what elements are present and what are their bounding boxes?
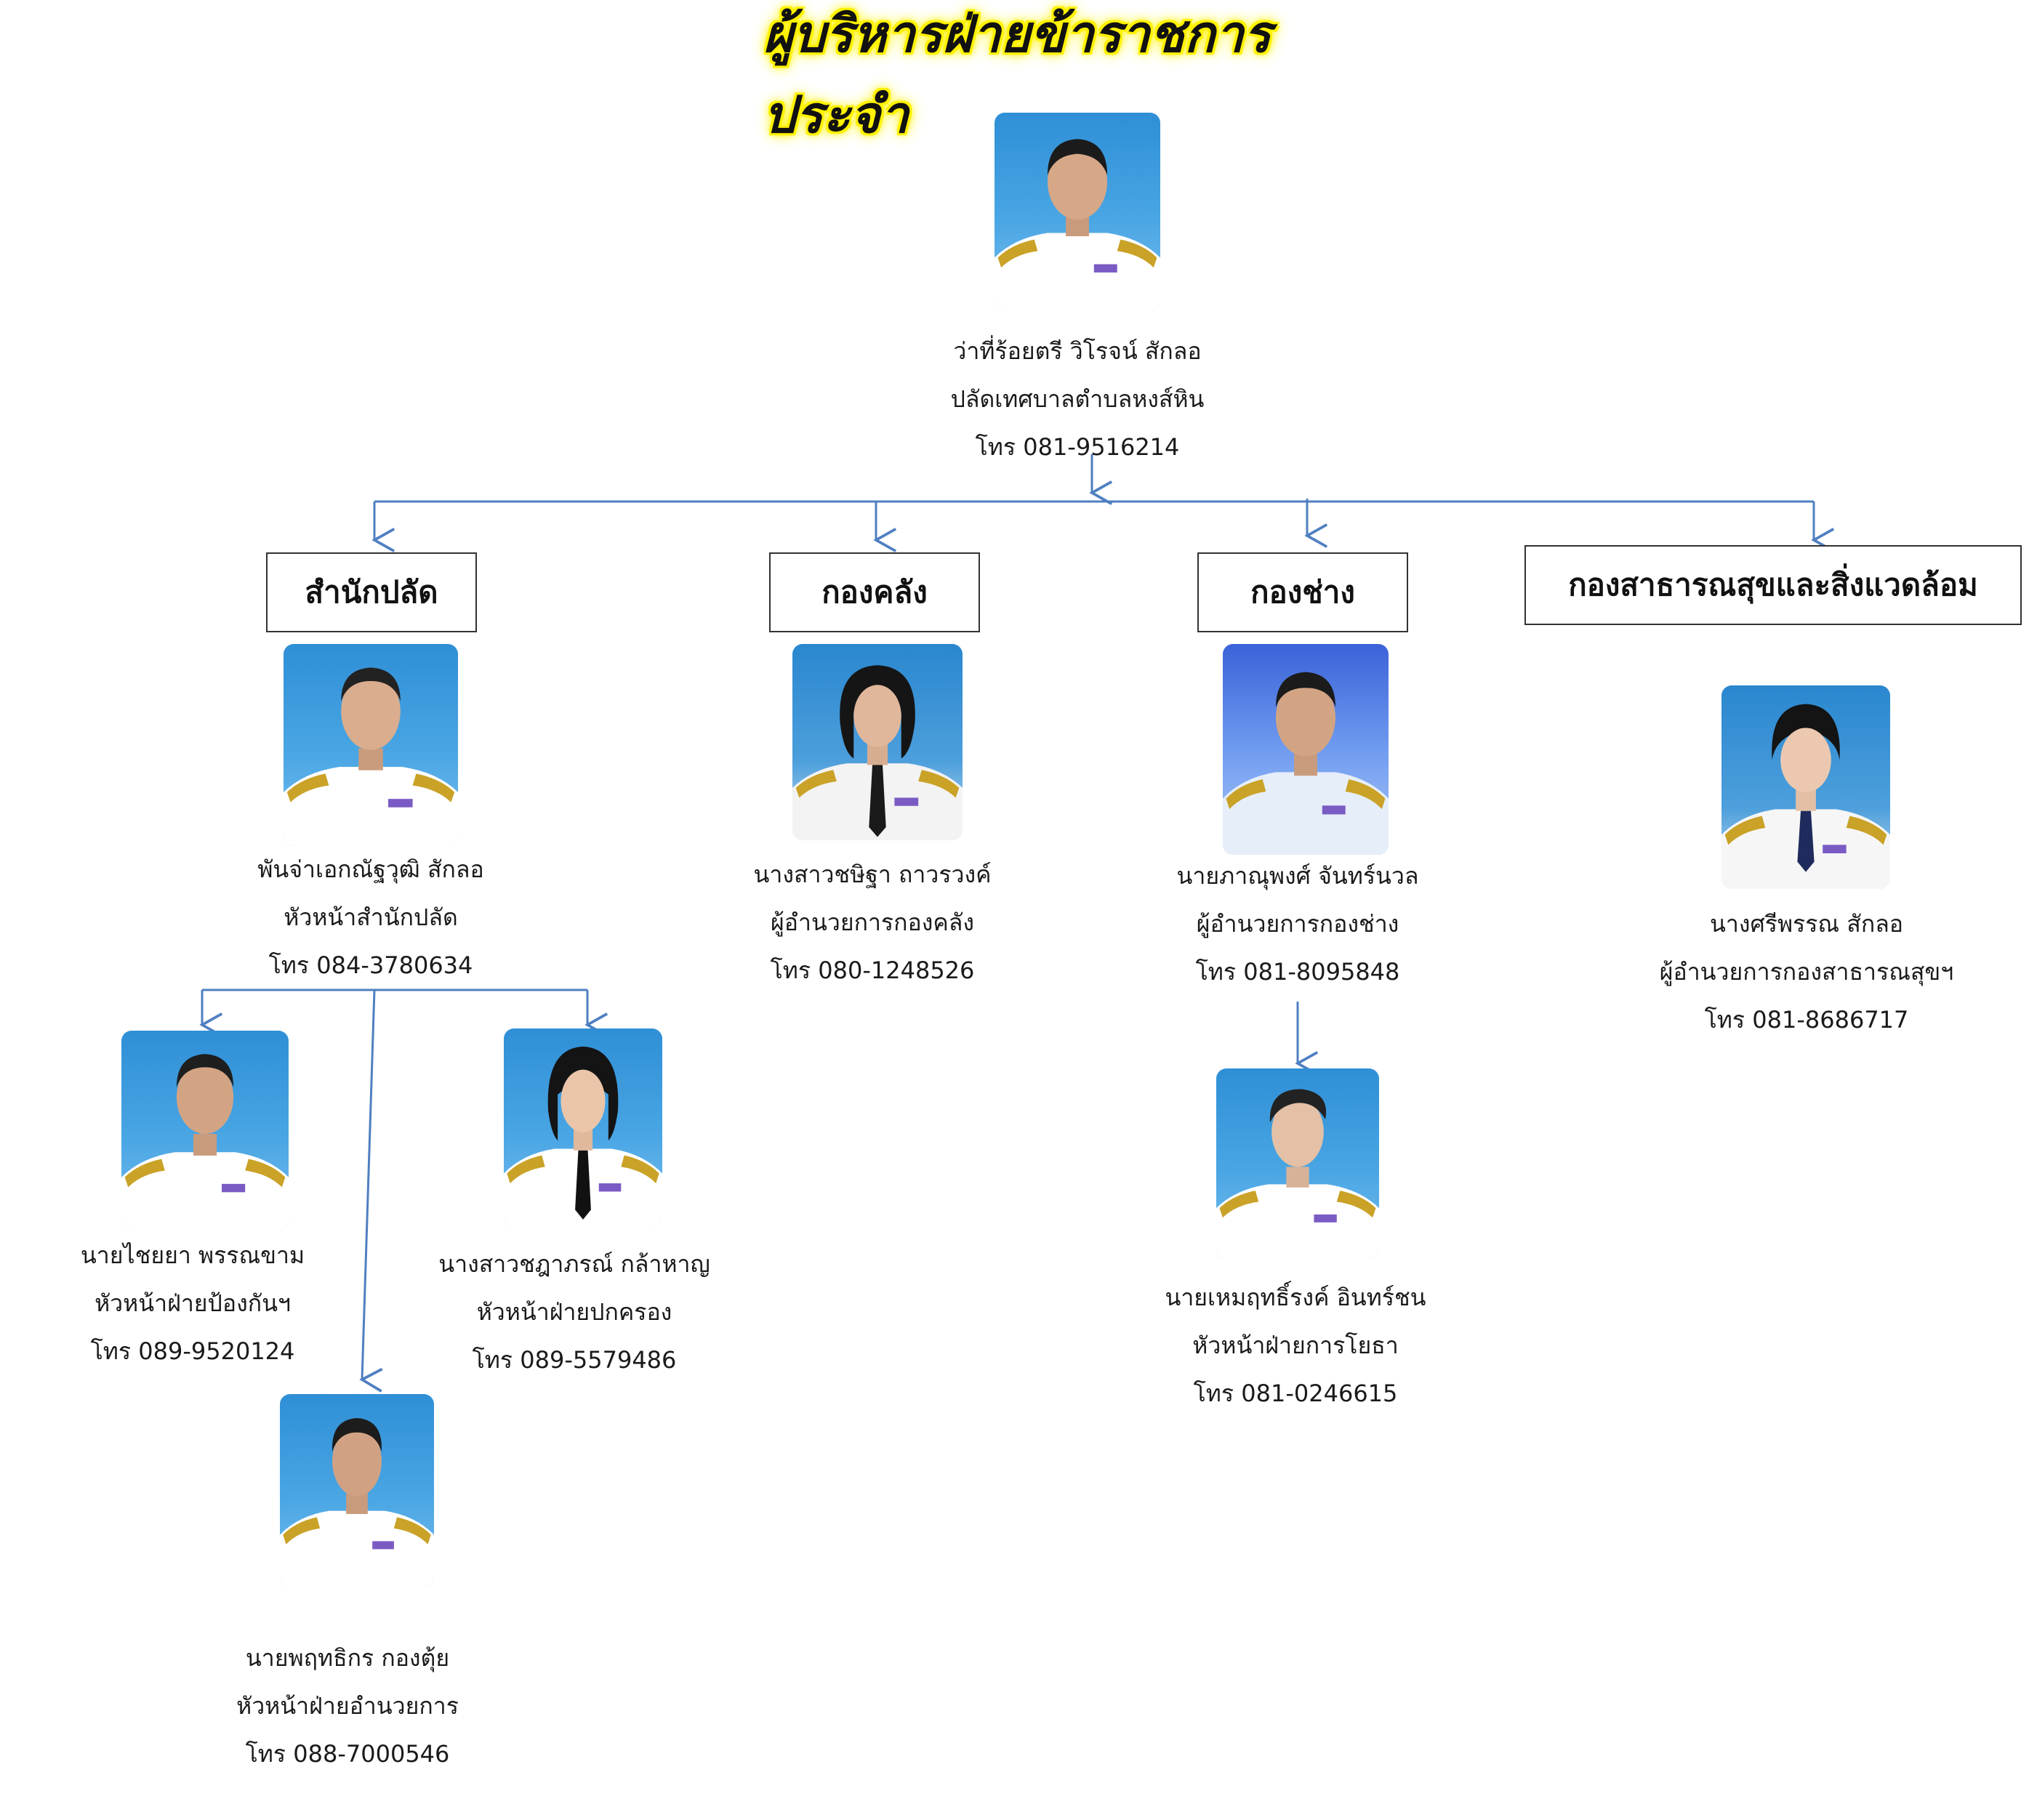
official-portrait-icon (1216, 1089, 1379, 1259)
official-portrait-icon (504, 1046, 662, 1226)
engineering-head-name: นายภาณุพงศ์ จันทร์นวล (1176, 862, 1419, 890)
office-staff-3-position: หัวหน้าฝ่ายปกครอง (476, 1298, 672, 1326)
official-portrait-icon (1721, 704, 1890, 889)
office-staff-1-photo (121, 1031, 289, 1231)
office-head-phone: โทร 084-3780634 (268, 951, 473, 979)
engineering-staff-1-name: นายเหมฤทธิ์รงค์ อินทร์ชน (1165, 1284, 1426, 1311)
office-staff-2-phone: โทร 088-7000546 (245, 1740, 450, 1768)
health-head-position: ผู้อำนวยการกองสาธารณสุขฯ (1659, 958, 1954, 986)
office-staff-2-name: นายพฤทธิกร กองตุ้ย (245, 1644, 450, 1672)
office-staff-2-info: นายพฤทธิกร กองตุ้ย หัวหน้าฝ่ายอำนวยการ โ… (180, 1634, 515, 1778)
office-staff-1-name: นายไชยยา พรรณขาม (80, 1241, 305, 1269)
finance-head-phone: โทร 080-1248526 (770, 957, 975, 984)
top-info: ว่าที่ร้อยตรี วิโรจน์ สักลอ ปลัดเทศบาลตำ… (910, 327, 1245, 471)
dept-box-office: สำนักปลัด (266, 552, 477, 632)
office-staff-1-position: หัวหน้าฝ่ายป้องกันฯ (95, 1289, 291, 1317)
office-staff-3-name: นางสาวชฎาภรณ์ กล้าหาญ (438, 1250, 710, 1278)
dept-box-engineering: กองช่าง (1197, 552, 1408, 632)
office-staff-1-phone: โทร 089-9520124 (90, 1337, 295, 1365)
official-portrait-icon (121, 1054, 289, 1231)
sub-connector-line-2 (362, 989, 374, 1380)
top-position: ปลัดเทศบาลตำบลหงส์หิน (950, 385, 1205, 413)
engineering-head-info: นายภาณุพงศ์ จันทร์นวล ผู้อำนวยการกองช่าง… (1130, 852, 1465, 996)
dept-box-finance: กองคลัง (769, 552, 980, 632)
page-title: ผู้บริหารฝ่ายข้าราชการประจำ (763, 4, 1271, 145)
office-head-photo (284, 644, 458, 846)
health-head-name: นางศรีพรรณ สักลอ (1709, 910, 1904, 938)
official-portrait-icon (280, 1418, 434, 1586)
engineering-head-phone: โทร 081-8095848 (1195, 958, 1400, 986)
finance-head-photo (792, 644, 963, 840)
top-photo (995, 113, 1160, 310)
office-staff-2-photo (280, 1394, 434, 1586)
engineering-head-position: ผู้อำนวยการกองช่าง (1196, 910, 1399, 938)
official-portrait-icon (995, 139, 1160, 310)
health-head-phone: โทร 081-8686717 (1704, 1006, 1909, 1034)
office-staff-2-position: หัวหน้าฝ่ายอำนวยการ (236, 1692, 459, 1720)
top-name: ว่าที่ร้อยตรี วิโรจน์ สักลอ (953, 337, 1202, 365)
finance-head-info: นางสาวชษิฐา ถาวรวงค์ ผู้อำนวยการกองคลัง … (705, 850, 1040, 994)
office-head-info: พันจ่าเอกณัฐวุฒิ สักลอ หัวหน้าสำนักปลัด … (204, 845, 538, 989)
engineering-staff-1-info: นายเหมฤทธิ์รงค์ อินทร์ชน หัวหน้าฝ่ายการโ… (1128, 1273, 1463, 1417)
engineering-staff-1-phone: โทร 081-0246615 (1193, 1380, 1398, 1407)
engineering-head-photo (1223, 644, 1389, 855)
top-phone: โทร 081-9516214 (975, 433, 1180, 461)
official-portrait-icon (792, 665, 963, 840)
office-staff-3-phone: โทร 089-5579486 (472, 1346, 677, 1374)
finance-head-position: ผู้อำนวยการกองคลัง (771, 909, 974, 936)
official-portrait-icon (284, 667, 458, 846)
office-staff-3-info: นางสาวชฎาภรณ์ กล้าหาญ หัวหน้าฝ่ายปกครอง … (407, 1240, 742, 1384)
finance-head-name: นางสาวชษิฐา ถาวรวงค์ (753, 861, 992, 888)
official-portrait-icon (1223, 672, 1389, 855)
health-head-info: นางศรีพรรณ สักลอ ผู้อำนวยการกองสาธารณสุข… (1639, 900, 1974, 1044)
dept-box-health: กองสาธารณสุขและสิ่งแวดล้อม (1524, 545, 2022, 625)
engineering-staff-1-position: หัวหน้าฝ่ายการโยธา (1192, 1332, 1399, 1359)
engineering-staff-1-photo (1216, 1068, 1379, 1259)
office-staff-1-info: นายไชยยา พรรณขาม หัวหน้าฝ่ายป้องกันฯ โทร… (25, 1231, 360, 1375)
health-head-photo (1721, 685, 1890, 889)
office-staff-3-photo (504, 1028, 662, 1226)
office-head-position: หัวหน้าสำนักปลัด (284, 903, 458, 931)
office-head-name: พันจ่าเอกณัฐวุฒิ สักลอ (257, 855, 484, 883)
